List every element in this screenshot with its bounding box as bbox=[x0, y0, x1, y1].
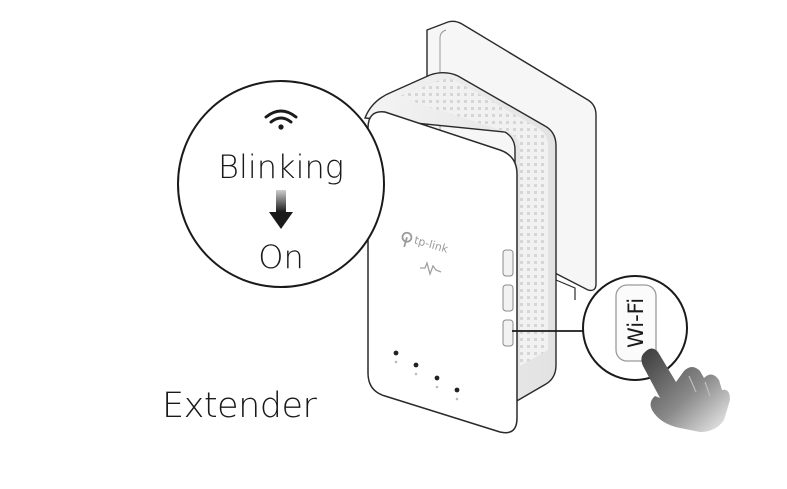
on-label: On bbox=[258, 238, 303, 276]
led-ethernet bbox=[434, 375, 440, 381]
extender-front-panel: tp-link bbox=[367, 111, 518, 434]
led-powerline bbox=[413, 362, 419, 368]
wifi-button-callout: Wi-Fi bbox=[582, 275, 688, 381]
wifi-button-label: Wi-Fi bbox=[624, 298, 648, 348]
extender-label: Extender bbox=[162, 386, 317, 426]
led-wifi bbox=[454, 387, 460, 393]
pointing-hand-icon bbox=[641, 348, 730, 432]
extender-side-panel bbox=[364, 72, 576, 404]
led-power bbox=[393, 350, 399, 356]
status-callout: Blinking On bbox=[177, 80, 385, 288]
pair-button[interactable] bbox=[502, 249, 514, 277]
wifi-icon bbox=[264, 109, 298, 130]
down-arrow-icon bbox=[269, 190, 293, 229]
wifi-button[interactable] bbox=[502, 319, 514, 347]
powerline-symbol-icon bbox=[420, 260, 442, 277]
reset-button[interactable] bbox=[502, 284, 514, 312]
blinking-label: Blinking bbox=[218, 148, 344, 186]
wifi-button-closeup[interactable] bbox=[615, 284, 657, 362]
